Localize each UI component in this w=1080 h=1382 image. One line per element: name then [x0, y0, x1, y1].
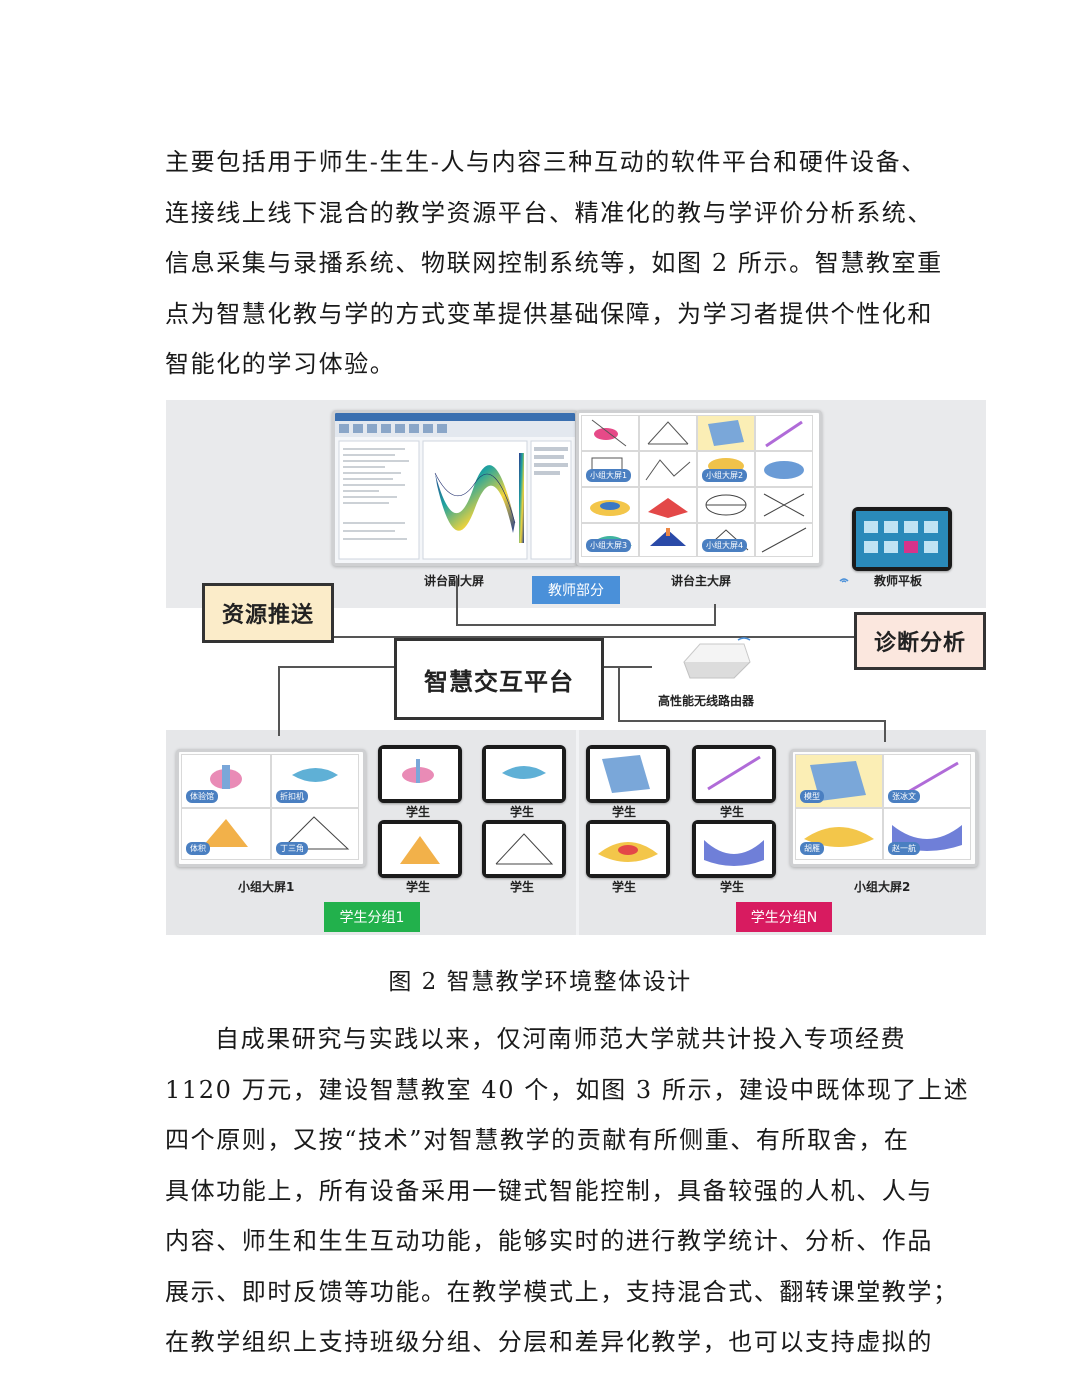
student-label: 学生: [510, 805, 535, 819]
main-tile: 小组大屏3: [581, 523, 639, 557]
main-tile: [639, 523, 697, 557]
group2-tile: 胡雁: [795, 808, 883, 860]
main-tile: [755, 523, 813, 557]
main-tile: [639, 487, 697, 523]
main-tile: 小组大屏4: [697, 523, 755, 557]
group1-tile-tag: 体积: [186, 842, 210, 855]
connector-line: [456, 578, 458, 626]
student-label: 学生: [406, 880, 431, 894]
student-tablet: [692, 820, 776, 878]
main-screen-label: 讲台主大屏: [671, 574, 732, 588]
student-label: 学生: [720, 805, 745, 819]
text-line: 信息采集与录播系统、物联网控制系统等，如图 2 所示。智慧教室重: [165, 249, 943, 277]
group-screen-2: 模型 张冰文 胡雁 赵一航: [790, 749, 978, 867]
matlab-window-illustration: [335, 413, 575, 563]
group2-tile-tag: 模型: [800, 790, 824, 803]
student-tablet: [586, 745, 670, 803]
text-line: 主要包括用于师生-生生-人与内容三种互动的软件平台和硬件设备、: [165, 148, 927, 176]
main-tile: 小组大屏1: [581, 451, 639, 487]
student-label: 学生: [720, 880, 745, 894]
main-tile: [581, 487, 639, 523]
side-screen-label: 讲台副大屏: [424, 574, 485, 588]
main-tile-tag: 小组大屏4: [702, 539, 748, 552]
group-screen-1: 体验馆 折扣机 体积 丁三角: [176, 749, 366, 867]
side-screen: [332, 410, 578, 566]
teacher-tablet: [852, 507, 952, 571]
connector-line: [600, 666, 652, 668]
main-tile: [697, 487, 755, 523]
group1-tile: 体验馆: [181, 754, 271, 808]
main-tile-tag: 小组大屏3: [586, 539, 632, 552]
student-label: 学生: [510, 880, 535, 894]
wifi-icon: [839, 578, 849, 583]
main-tile: [697, 415, 755, 451]
main-tile: [639, 415, 697, 451]
student-tablet: [378, 820, 462, 878]
teacher-part-badge: 教师部分: [532, 576, 620, 604]
group2-tile-tag: 胡雁: [800, 842, 824, 855]
group2-tile: 赵一航: [883, 808, 971, 860]
router-icon: [683, 637, 751, 679]
group2-tile-tag: 赵一航: [888, 842, 920, 855]
connector-line: [618, 720, 886, 722]
text-line: 点为智慧化教与学的方式变革提供基础保障，为学习者提供个性化和: [165, 299, 933, 328]
main-tile: [755, 415, 813, 451]
connector-line: [884, 720, 886, 742]
group2-tile-tag: 张冰文: [888, 790, 920, 803]
connector-line: [456, 624, 716, 626]
group1-tile: 折扣机: [271, 754, 359, 808]
text-line: 具体功能上，所有设备采用一键式智能控制，具备较强的人机、人与: [165, 1176, 933, 1205]
resource-push-box: 资源推送: [202, 583, 334, 643]
main-tile: [639, 451, 697, 487]
text-line: 自成果研究与实践以来，仅河南师范大学就共计投入专项经费: [215, 1025, 907, 1053]
text-line: 四个原则，又按“技术”对智慧教学的贡献有所侧重、有所取舍，在: [165, 1126, 910, 1154]
platform-box: 智慧交互平台: [394, 638, 604, 720]
diagnosis-box: 诊断分析: [854, 612, 986, 670]
paragraph-1: 主要包括用于师生-生生-人与内容三种互动的软件平台和硬件设备、 连接线上线下混合…: [165, 137, 943, 390]
main-tile-tag: 小组大屏2: [702, 469, 748, 482]
text-line: 内容、师生和生生互动功能，能够实时的进行教学统计、分析、作品: [165, 1227, 933, 1255]
group-screen-1-label: 小组大屏1: [238, 880, 295, 894]
text-line: 展示、即时反馈等功能。在教学模式上，支持混合式、翻转课堂教学；: [165, 1277, 959, 1306]
main-tile: [755, 451, 813, 487]
connector-line: [330, 636, 854, 638]
group2-tile: 张冰文: [883, 754, 971, 808]
student-label: 学生: [406, 805, 431, 819]
student-tablet: [586, 820, 670, 878]
main-tile: [755, 487, 813, 523]
student-label: 学生: [612, 880, 637, 894]
paragraph-2: 自成果研究与实践以来，仅河南师范大学就共计投入专项经费 1120 万元，建设智慧…: [165, 1014, 970, 1368]
group1-tile-tag: 折扣机: [276, 790, 308, 803]
main-tile-tag: 小组大屏1: [586, 469, 632, 482]
text-line: 在教学组织上支持班级分组、分层和差异化教学，也可以支持虚拟的: [165, 1328, 933, 1356]
student-tablet: [378, 745, 462, 803]
teacher-tablet-label: 教师平板: [874, 574, 923, 588]
text-line: 连接线上线下混合的教学资源平台、精准化的教与学评价分析系统、: [165, 198, 933, 227]
connector-line: [278, 666, 280, 736]
student-group-n-badge: 学生分组N: [736, 902, 832, 932]
main-screen: 小组大屏1 小组大屏2 小组大屏3 小组大屏4: [576, 410, 822, 566]
main-tile: 小组大屏2: [697, 451, 755, 487]
text-line: 智能化的学习体验。: [165, 350, 396, 378]
group1-tile-tag: 体验馆: [186, 790, 218, 803]
group1-tile: 丁三角: [271, 808, 359, 860]
connector-line: [278, 666, 396, 668]
group1-tile-tag: 丁三角: [276, 842, 308, 855]
text-line: 1120 万元，建设智慧教室 40 个，如图 3 所示，建设中既体现了上述: [165, 1075, 970, 1104]
figure-caption: 图 2 智慧教学环境整体设计: [388, 969, 692, 995]
student-tablet: [482, 820, 566, 878]
student-label: 学生: [612, 805, 637, 819]
group1-tile: 体积: [181, 808, 271, 860]
main-tile: [581, 415, 639, 451]
student-tablet: [692, 745, 776, 803]
student-group-1-badge: 学生分组1: [324, 902, 420, 932]
connector-line: [618, 666, 620, 722]
router-label: 高性能无线路由器: [658, 694, 755, 708]
group-screen-2-label: 小组大屏2: [854, 880, 911, 894]
student-tablet: [482, 745, 566, 803]
connector-line: [714, 604, 716, 626]
figure-smart-classroom-diagram: 讲台副大屏 小组大屏1 小组大屏2 小组大屏3 小组大屏4 讲台主大屏 教师部分: [166, 400, 986, 935]
group2-tile: 模型: [795, 754, 883, 808]
